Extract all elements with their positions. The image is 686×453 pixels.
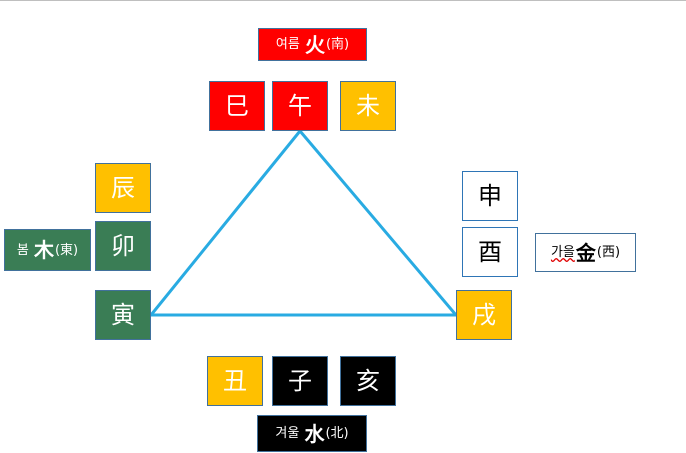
- branch-hae: 亥: [340, 356, 396, 406]
- summer-season-text: 여름: [275, 37, 300, 52]
- branch-chuk: 丑: [207, 356, 263, 406]
- winter-water-north-label: 겨울 水(北): [257, 415, 367, 452]
- triangle-line: [147, 128, 460, 317]
- south-direction-text: (南): [325, 37, 350, 52]
- branch-sul: 戌: [456, 290, 512, 340]
- branch-sin: 申: [462, 171, 518, 221]
- water-element-text: 水: [304, 421, 325, 446]
- branch-yu: 酉: [462, 227, 518, 277]
- spring-wood-east-label: 봄 木(東): [4, 229, 91, 271]
- branch-jin: 辰: [95, 163, 151, 213]
- branch-mi: 未: [340, 81, 396, 131]
- branch-ja: 子: [272, 356, 328, 406]
- branch-myo: 卯: [95, 221, 151, 271]
- wood-element-text: 木: [33, 238, 54, 262]
- branch-o: 午: [272, 81, 328, 131]
- spring-season-text: 봄: [16, 242, 29, 258]
- fire-element-text: 火: [304, 32, 325, 57]
- east-direction-text: (東): [54, 242, 79, 258]
- summer-fire-south-label: 여름 火(南): [258, 28, 367, 61]
- metal-element-text: 金: [575, 240, 596, 265]
- autumn-season-text: 가을: [550, 245, 575, 260]
- west-direction-text: (西): [596, 245, 621, 260]
- winter-season-text: 겨울: [275, 426, 300, 441]
- branch-in: 寅: [95, 290, 151, 340]
- branch-si: 巳: [209, 81, 265, 131]
- north-direction-text: (北): [325, 426, 349, 441]
